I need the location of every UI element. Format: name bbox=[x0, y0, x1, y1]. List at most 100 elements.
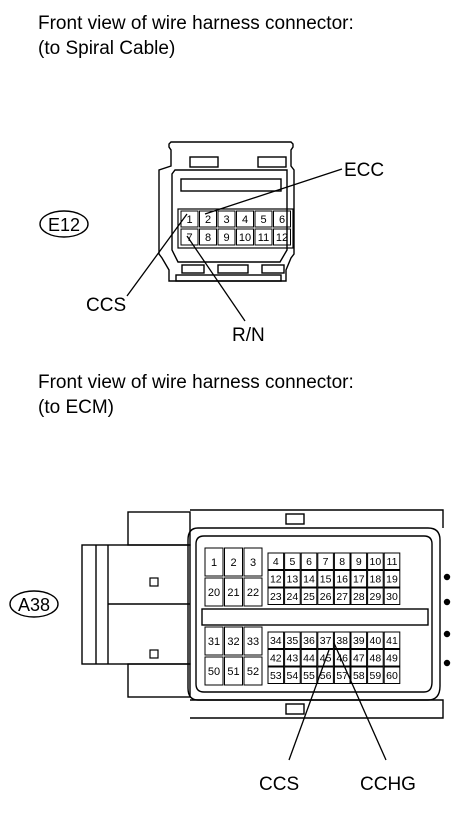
pin-number: 4 bbox=[273, 556, 279, 568]
pin-cavity bbox=[367, 631, 384, 649]
pin-cavity bbox=[267, 666, 285, 684]
pin-cavity bbox=[204, 656, 224, 686]
pin-number: 2 bbox=[230, 557, 236, 569]
pin-cavity bbox=[267, 649, 285, 667]
pin-number: 5 bbox=[260, 214, 266, 226]
pin-number: 42 bbox=[270, 653, 282, 665]
pin-number: 29 bbox=[370, 591, 382, 603]
a38-code-badge: A38 bbox=[9, 590, 59, 618]
pin-cavity bbox=[333, 552, 351, 570]
ecc-label: ECC bbox=[344, 160, 384, 181]
pin-number: 1 bbox=[186, 214, 192, 226]
pin-number: 5 bbox=[289, 556, 295, 568]
cchg-label: CCHG bbox=[360, 774, 416, 795]
pin-cavity bbox=[367, 587, 384, 605]
pin-number: 17 bbox=[353, 574, 365, 586]
pin-number: 23 bbox=[270, 591, 282, 603]
pin-cavity bbox=[333, 649, 351, 667]
pin-cavity bbox=[350, 631, 368, 649]
cchg-leader-line bbox=[333, 642, 387, 761]
pin-cavity bbox=[333, 587, 351, 605]
pin-cavity bbox=[300, 631, 318, 649]
pin-cavity bbox=[350, 570, 368, 588]
e12-latch-window bbox=[180, 178, 282, 192]
pin-number: 10 bbox=[370, 556, 382, 568]
caption-line-2: (to Spiral Cable) bbox=[38, 38, 176, 59]
a38-connector bbox=[81, 509, 451, 719]
pin-cavity bbox=[204, 626, 224, 656]
pin-cavity bbox=[300, 666, 318, 684]
pin-cavity bbox=[383, 570, 401, 588]
a38-main-housing bbox=[187, 527, 441, 701]
pin-number: 30 bbox=[386, 591, 398, 603]
pin-cavity bbox=[243, 577, 263, 607]
pin-cavity bbox=[224, 626, 243, 656]
e12-housing-outline bbox=[158, 141, 295, 282]
pin-number: 44 bbox=[303, 653, 315, 665]
a38-inner-frame bbox=[195, 535, 433, 693]
pin-cavity bbox=[267, 631, 285, 649]
pin-cavity bbox=[383, 587, 401, 605]
pin-cavity bbox=[224, 577, 243, 607]
pin-cavity bbox=[317, 570, 334, 588]
pin-number: 12 bbox=[270, 574, 282, 586]
pin-number: 58 bbox=[353, 670, 365, 682]
pin-number: 51 bbox=[227, 666, 239, 678]
pin-cavity bbox=[267, 570, 285, 588]
ccs-leader-line bbox=[126, 213, 188, 297]
pin-number: 55 bbox=[303, 670, 315, 682]
e12-code-ellipse bbox=[39, 210, 89, 238]
pin-number: 33 bbox=[247, 636, 259, 648]
pin-cavity bbox=[267, 552, 285, 570]
pin-cavity bbox=[236, 210, 254, 228]
pin-number: 54 bbox=[287, 670, 299, 682]
pin-number: 15 bbox=[320, 574, 332, 586]
pin-cavity bbox=[284, 587, 301, 605]
pin-number: 56 bbox=[320, 670, 332, 682]
e12-code-label: E12 bbox=[48, 215, 80, 235]
pin-cavity bbox=[180, 228, 199, 246]
e12-bottom-slot-right bbox=[261, 264, 285, 274]
pin-cavity bbox=[317, 666, 334, 684]
pin-cavity bbox=[367, 649, 384, 667]
e12-bottom-slot-left bbox=[181, 264, 205, 274]
pin-cavity bbox=[300, 552, 318, 570]
pin-cavity bbox=[333, 631, 351, 649]
pin-cavity bbox=[300, 570, 318, 588]
pin-cavity bbox=[333, 666, 351, 684]
e12-code-badge: E12 bbox=[39, 210, 89, 238]
pin-number: 16 bbox=[336, 574, 348, 586]
pin-cavity bbox=[333, 570, 351, 588]
pin-cavity bbox=[254, 210, 273, 228]
pin-number: 4 bbox=[242, 214, 248, 226]
a38-left-bottom-tab bbox=[127, 663, 191, 698]
e12-top-window-right bbox=[257, 156, 287, 168]
pin-cavity bbox=[217, 210, 236, 228]
caption-line-1: Front view of wire harness connector: bbox=[38, 13, 354, 34]
pin-number: 60 bbox=[386, 670, 398, 682]
pin-cavity bbox=[199, 210, 217, 228]
a38-callout-lines bbox=[288, 642, 387, 761]
rn-label: R/N bbox=[232, 325, 265, 346]
a38-side-dot bbox=[443, 573, 451, 581]
pin-number: 50 bbox=[208, 666, 220, 678]
a38-code-ellipse bbox=[9, 590, 59, 618]
pin-cavity bbox=[217, 228, 236, 246]
pin-number: 49 bbox=[386, 653, 398, 665]
pin-cavity bbox=[300, 649, 318, 667]
e12-ccs-label: CCS bbox=[86, 295, 126, 316]
a38-ccs-leader-line bbox=[288, 649, 330, 761]
e12-callout-lines bbox=[126, 168, 343, 322]
pin-number: 38 bbox=[336, 635, 348, 647]
pin-cavity bbox=[236, 228, 254, 246]
pin-cavity bbox=[284, 552, 301, 570]
a38-side-dot bbox=[443, 598, 451, 606]
e12-top-window-left bbox=[189, 156, 219, 168]
pin-cavity bbox=[273, 228, 291, 246]
pin-cavity bbox=[224, 656, 243, 686]
pin-cavity bbox=[284, 631, 301, 649]
pin-number: 32 bbox=[227, 636, 239, 648]
